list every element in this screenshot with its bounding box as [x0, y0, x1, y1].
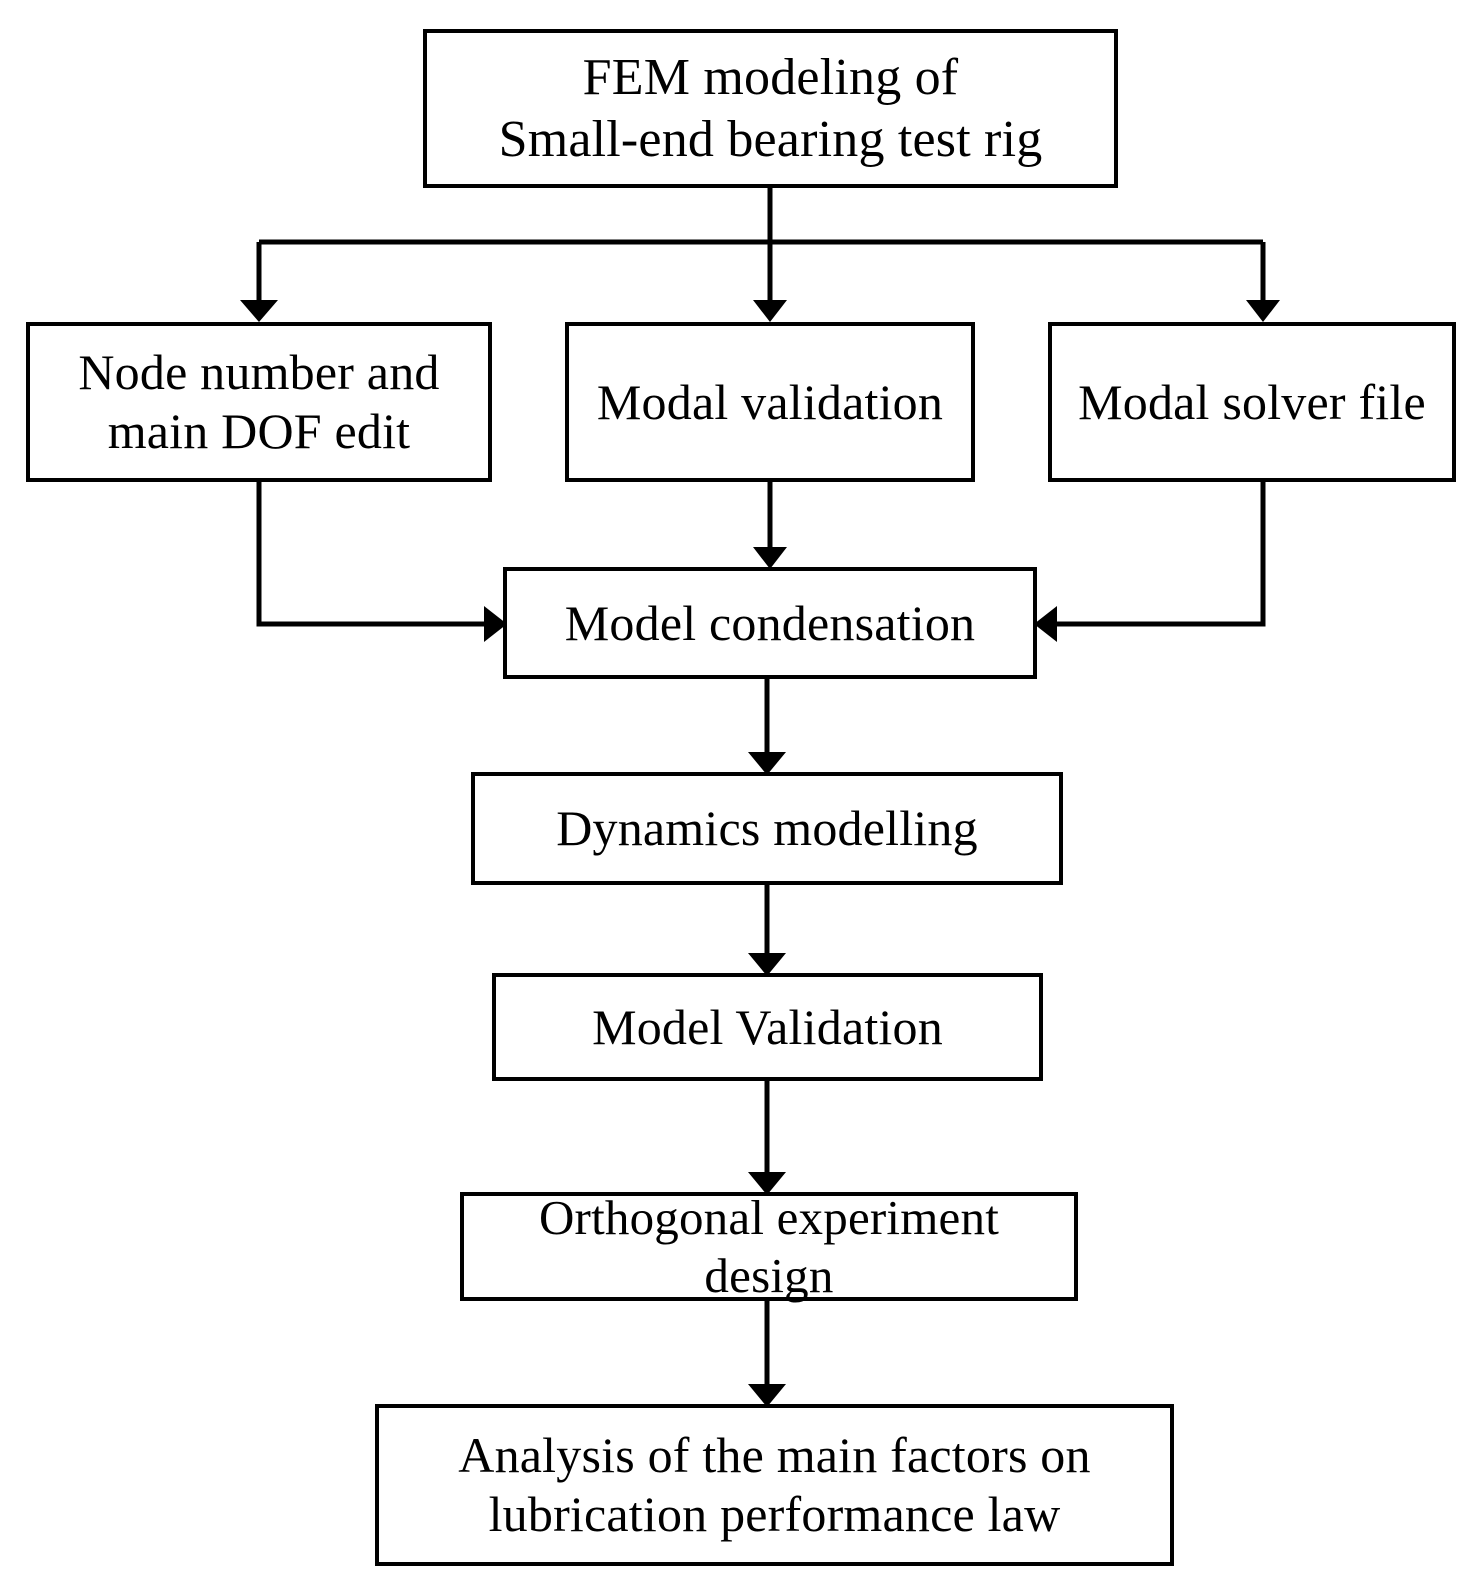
node-node-number-dof[interactable]: Node number and main DOF edit	[26, 322, 492, 482]
arrowhead-to-analysis	[748, 1384, 786, 1407]
node-modal-solver-file[interactable]: Modal solver file	[1048, 322, 1456, 482]
edge-modal-solver-to-condensation	[1057, 482, 1266, 627]
node-modal-solver-file-label: Modal solver file	[1078, 373, 1426, 430]
arrowhead-to-orthogonal	[748, 1172, 786, 1195]
arrowhead-condensation-left	[484, 606, 507, 642]
node-dynamics-modelling[interactable]: Dynamics modelling	[471, 772, 1063, 885]
node-node-number-dof-label: Node number and main DOF edit	[78, 344, 440, 459]
edge-node-number-to-condensation	[256, 482, 484, 627]
arrowhead-to-validation	[748, 953, 786, 976]
arrowhead-to-node-number	[240, 300, 278, 322]
node-fem-modeling[interactable]: FEM modeling of Small-end bearing test r…	[423, 29, 1118, 188]
node-modal-validation-label: Modal validation	[596, 373, 944, 430]
arrowhead-to-modal-solver	[1246, 300, 1280, 322]
node-fem-modeling-label: FEM modeling of Small-end bearing test r…	[498, 49, 1043, 168]
node-analysis-main-factors-label: Analysis of the main factors on lubricat…	[458, 1427, 1091, 1542]
node-dynamics-modelling-label: Dynamics modelling	[556, 800, 978, 856]
arrowhead-to-dynamics	[748, 752, 786, 775]
node-modal-validation[interactable]: Modal validation	[565, 322, 975, 482]
node-orthogonal-experiment-design-label: Orthogonal experiment design	[538, 1189, 1000, 1303]
arrowhead-condensation-top	[753, 547, 787, 569]
arrowhead-condensation-right	[1034, 606, 1057, 642]
node-model-condensation-label: Model condensation	[564, 594, 976, 651]
node-orthogonal-experiment-design[interactable]: Orthogonal experiment design	[460, 1190, 1078, 1303]
node-model-validation-label: Model Validation	[592, 998, 943, 1055]
arrowhead-to-modal-validation	[753, 300, 787, 322]
node-model-validation[interactable]: Model Validation	[492, 973, 1043, 1081]
node-analysis-main-factors[interactable]: Analysis of the main factors on lubricat…	[375, 1404, 1174, 1566]
node-model-condensation[interactable]: Model condensation	[503, 567, 1037, 679]
